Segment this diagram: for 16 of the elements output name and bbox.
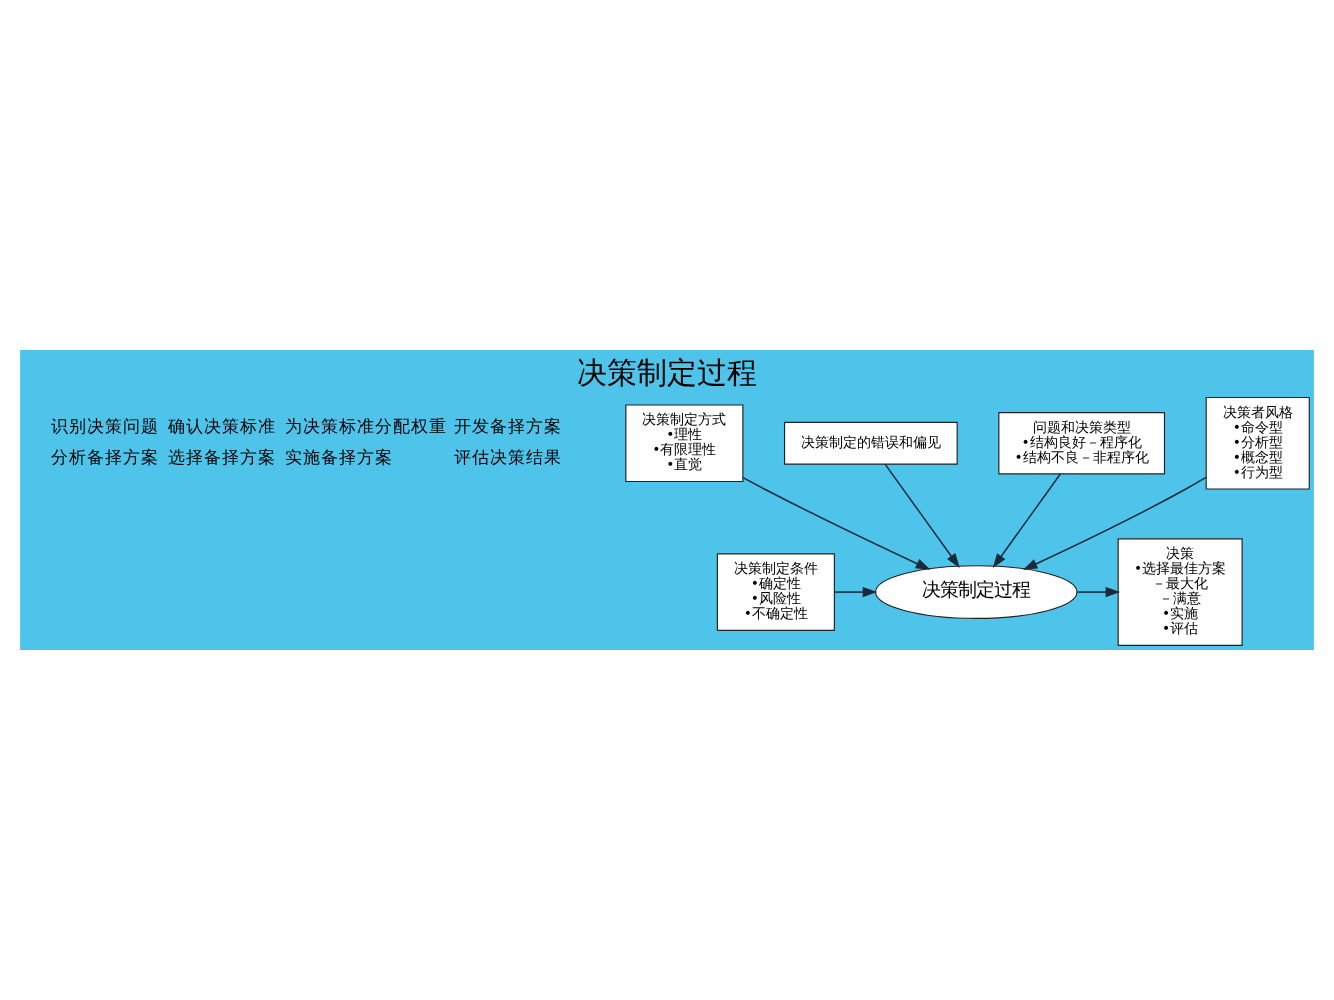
arrow (992, 473, 1062, 569)
label: 分析备择方案 (50, 448, 159, 469)
arrow (884, 463, 960, 568)
arrow (833, 586, 878, 598)
diagram-title: 决策制定过程 (577, 355, 757, 392)
label: 评估决策结果 (453, 448, 562, 469)
label: 为决策标准分配权重 (284, 417, 447, 438)
label: 开发备择方案 (453, 417, 562, 438)
label: 确认决策标准 (167, 417, 276, 438)
arrow (1022, 476, 1207, 570)
node-ellipse: 决策制定过程 (874, 565, 1078, 620)
arrow (1076, 586, 1121, 598)
label: 识别决策问题 (50, 417, 159, 438)
label: 选择备择方案 (167, 448, 276, 469)
label: 实施备择方案 (284, 448, 393, 469)
arrow (742, 476, 931, 570)
